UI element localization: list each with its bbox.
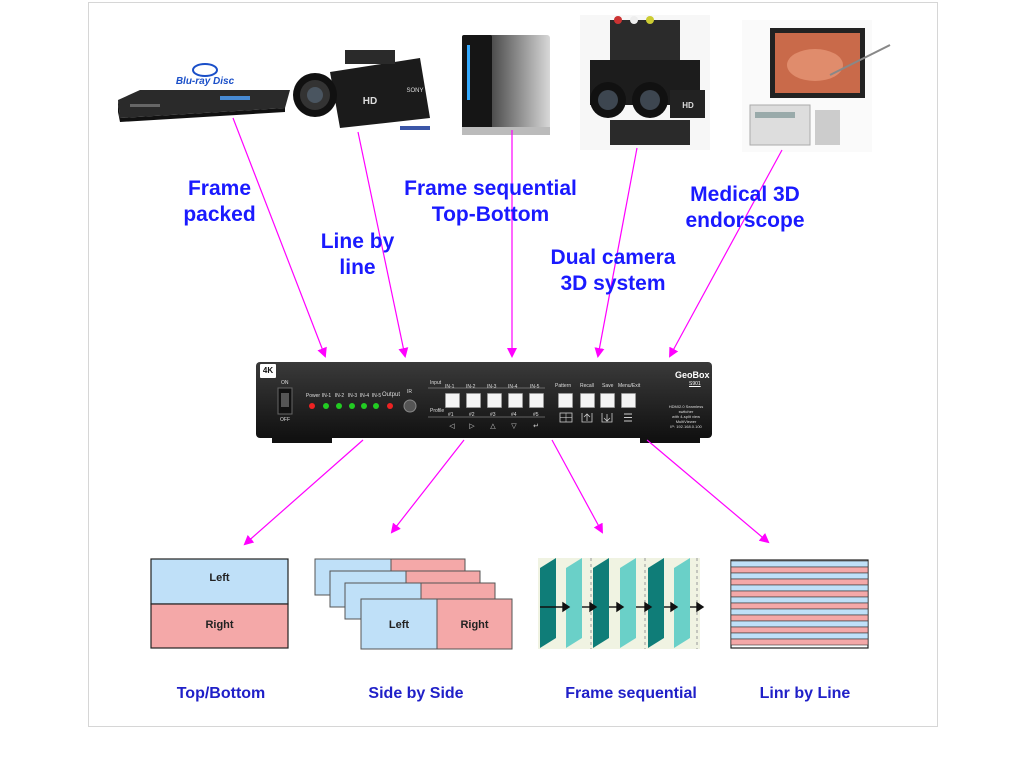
svg-text:▽: ▽	[511, 422, 517, 430]
label-line-by-line: Line by line	[320, 230, 395, 279]
power-on-label: ON	[281, 380, 289, 386]
profile-group-label: Profile	[430, 408, 445, 414]
sbs-right-label: Right	[460, 619, 489, 631]
input-arrows	[232, 117, 783, 358]
input-number-1: IN-1	[445, 384, 455, 390]
sbs-left-label: Left	[388, 619, 410, 631]
format-line-by-line	[730, 559, 869, 649]
input-number-3: IN-3	[487, 384, 497, 390]
led-label-in3: IN-3	[347, 393, 358, 399]
svg-text:HD: HD	[682, 101, 694, 110]
format-top-bottom	[150, 558, 289, 649]
profile-number-5: #5	[533, 412, 539, 418]
input-group-label: Input	[430, 380, 442, 386]
input-button-2[interactable]	[466, 393, 481, 408]
recall-button[interactable]	[580, 393, 595, 408]
caption-line-by-line: Linr by Line	[759, 685, 851, 702]
led-label-in2: IN-2	[334, 393, 345, 399]
profile-number-3: #3	[490, 412, 496, 418]
camcorder-image: HD SONY	[293, 50, 430, 130]
media-box-image	[462, 35, 550, 135]
func-label-save: Save	[602, 383, 614, 389]
led-label-in1: IN-1	[321, 393, 332, 399]
func-label-menu-exit: Menu/Exit	[618, 383, 641, 389]
caption-frame-sequential: Frame sequential	[565, 685, 697, 702]
profile-number-1: #1	[448, 412, 454, 418]
svg-text:△: △	[490, 422, 496, 430]
save-button[interactable]	[600, 393, 615, 408]
menu-exit-button[interactable]	[621, 393, 636, 408]
dual-camera-image: HD	[580, 15, 710, 150]
tb-left-label: Left	[209, 572, 230, 584]
input-number-4: IN-4	[508, 384, 518, 390]
4k-badge: 4K	[260, 364, 276, 378]
label-frame-sequential-top-bottom: Frame sequential Top-Bottom	[404, 177, 577, 226]
label-frame-packed: Frame packed	[183, 177, 256, 226]
output-arrows	[243, 439, 770, 546]
svg-text:▷: ▷	[469, 422, 475, 430]
geobox-brand: GeoBox	[675, 370, 710, 380]
input-number-2: IN-2	[466, 384, 476, 390]
tb-right-label: Right	[205, 619, 234, 631]
profile-number-2: #2	[469, 412, 475, 418]
input-button-1[interactable]	[445, 393, 460, 408]
input-button-4[interactable]	[508, 393, 523, 408]
caption-side-by-side: Side by Side	[368, 685, 464, 702]
bluray-player-image: Blu-ray Disc	[118, 63, 290, 122]
profile-number-4: #4	[511, 412, 517, 418]
power-off-label: OFF	[280, 417, 290, 423]
device-description: HDMI2.0 Seamless switcher with 4-split v…	[668, 404, 704, 429]
caption-top-bottom: Top/Bottom	[176, 685, 266, 702]
endoscope-image	[742, 20, 891, 152]
svg-text:↵: ↵	[533, 422, 539, 430]
label-dual-camera: Dual camera 3D system	[550, 246, 676, 295]
sony-logo-text: SONY	[406, 88, 423, 94]
power-switch[interactable]	[278, 388, 292, 414]
geobox-device: ◁ ▷ △ ▽ ↵	[256, 362, 712, 443]
led-label-power: Power	[305, 393, 321, 399]
ir-label: IR	[407, 389, 412, 395]
format-frame-sequential	[538, 558, 705, 649]
led-label-in5: IN-5	[371, 393, 382, 399]
geobox-model: S901	[689, 381, 701, 387]
label-medical-endoscope: Medical 3D endorscope	[685, 183, 805, 232]
led-label-output: Output	[382, 392, 401, 398]
input-button-5[interactable]	[529, 393, 544, 408]
input-number-5: IN-5	[530, 384, 540, 390]
func-label-pattern: Pattern	[555, 383, 572, 389]
pattern-button[interactable]	[558, 393, 573, 408]
svg-text:◁: ◁	[449, 422, 455, 430]
bluray-logo-text: Blu-ray Disc	[176, 76, 235, 87]
input-button-3[interactable]	[487, 393, 502, 408]
hd-logo-text: HD	[363, 96, 377, 107]
format-side-by-side	[314, 558, 513, 650]
led-label-in4: IN-4	[359, 393, 370, 399]
func-label-recall: Recall	[580, 383, 594, 389]
